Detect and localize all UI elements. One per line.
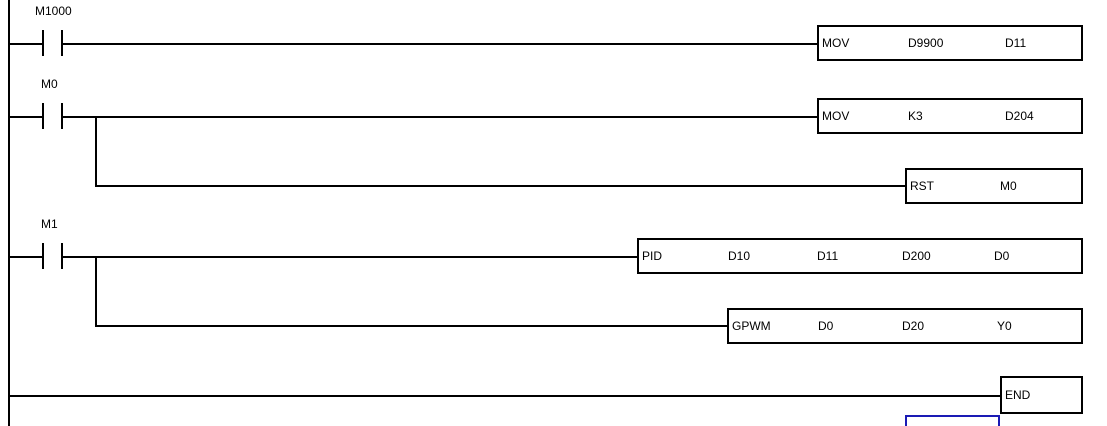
contact-bar-left-icon (42, 30, 44, 56)
device-label-rung1: M1000 (35, 4, 72, 18)
edit-cursor-selection[interactable] (905, 415, 1000, 426)
instruction-operand-1: D10 (728, 249, 751, 263)
instruction-box-end[interactable]: END (1000, 376, 1083, 414)
instruction-box-mov-k3[interactable]: MOV K3 D204 (817, 98, 1083, 134)
instruction-box-mov-d9900[interactable]: MOV D9900 D11 (817, 25, 1083, 61)
rung3-branch-horizontal (95, 325, 729, 327)
instruction-operand-2: D20 (902, 319, 925, 333)
instruction-mnemonic: MOV (822, 109, 850, 123)
contact-bar-left-icon (42, 243, 44, 269)
instruction-mnemonic: RST (910, 179, 934, 193)
rung2-branch-horizontal (95, 185, 907, 187)
rung2-wire-right (61, 116, 819, 118)
instruction-box-gpwm[interactable]: GPWM D0 D20 Y0 (727, 308, 1083, 344)
instruction-operand-1: K3 (908, 109, 923, 123)
contact-rung2[interactable] (42, 103, 63, 129)
instruction-operand-1: D9900 (908, 36, 944, 50)
instruction-box-pid[interactable]: PID D10 D11 D200 D0 (637, 238, 1083, 274)
device-label-rung2: M0 (41, 77, 58, 91)
rung1-wire-left (8, 43, 42, 45)
instruction-mnemonic: PID (642, 249, 663, 263)
rung2-wire-left (8, 116, 42, 118)
instruction-box-rst-m0[interactable]: RST M0 (905, 168, 1083, 204)
contact-rung3[interactable] (42, 243, 63, 269)
left-power-rail (8, 0, 10, 426)
rung3-wire-left (8, 256, 42, 258)
rung3-branch-vertical (95, 256, 97, 326)
instruction-operand-2: D11 (1005, 36, 1027, 50)
rung2-branch-vertical (95, 116, 97, 186)
instruction-operand-4: D0 (994, 249, 1010, 263)
instruction-operand-2: D11 (817, 249, 839, 263)
instruction-operand-1: M0 (1000, 179, 1017, 193)
instruction-mnemonic: GPWM (732, 319, 771, 333)
rung1-wire-right (61, 43, 819, 45)
contact-bar-left-icon (42, 103, 44, 129)
instruction-operand-2: D204 (1005, 109, 1034, 123)
instruction-operand-1: D0 (818, 319, 834, 333)
end-rung-wire (8, 395, 1002, 397)
instruction-operand-3: Y0 (997, 319, 1012, 333)
instruction-mnemonic: MOV (822, 36, 850, 50)
device-label-rung3: M1 (41, 217, 58, 231)
instruction-mnemonic: END (1005, 388, 1031, 402)
rung3-wire-right (61, 256, 639, 258)
instruction-operand-3: D200 (902, 249, 931, 263)
contact-rung1[interactable] (42, 30, 63, 56)
